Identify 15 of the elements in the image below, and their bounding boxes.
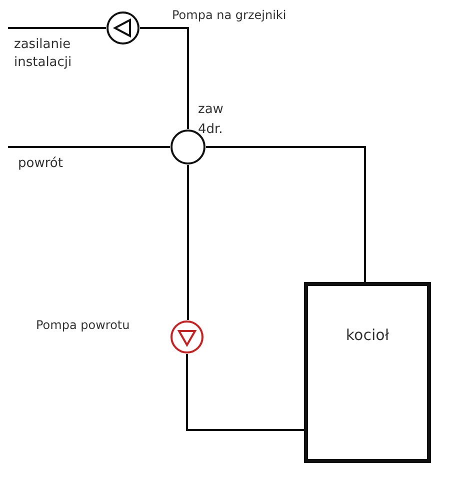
pump-label: Pompa powrotu: [36, 318, 130, 332]
pipe-label: powrót: [18, 155, 63, 173]
pipe-line: [8, 146, 170, 148]
pipe-line: [206, 146, 366, 282]
boiler-box: [304, 282, 431, 463]
pipe-line: [140, 27, 189, 129]
pipe-line: [187, 165, 189, 320]
valve-label: zaw 4dr.: [198, 101, 224, 138]
pump-label: Pompa na grzejniki: [172, 8, 286, 22]
pump-symbol: [170, 320, 204, 354]
pipe-line: [8, 27, 106, 29]
pipe-label: zasilanie instalacji: [14, 36, 73, 72]
pump-symbol: [106, 11, 140, 45]
boiler-label: kocioł: [344, 326, 390, 344]
pipe-line: [186, 354, 304, 431]
